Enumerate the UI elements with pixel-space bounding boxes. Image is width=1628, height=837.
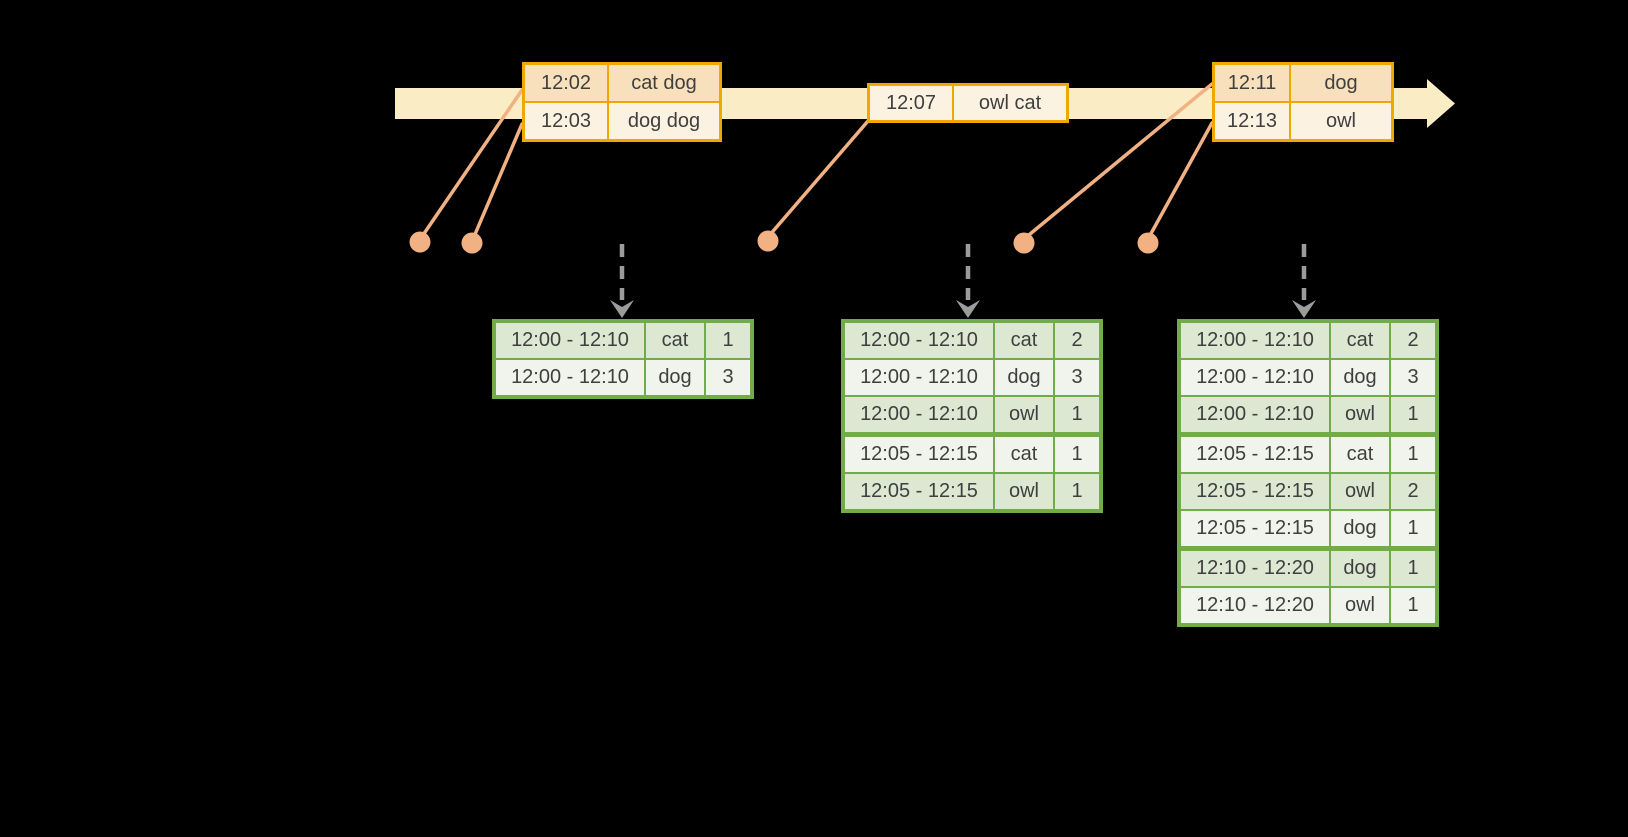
event-words: owl cat bbox=[954, 86, 1066, 120]
word-cell: cat bbox=[995, 437, 1053, 472]
count-cell: 1 bbox=[1391, 511, 1435, 546]
event-words: dog bbox=[1291, 65, 1391, 101]
table-row: 12:05 - 12:15 owl 2 bbox=[1181, 474, 1435, 509]
count-cell: 3 bbox=[1391, 360, 1435, 395]
table-row: 12:00 - 12:10 dog 3 bbox=[496, 360, 750, 395]
timeline-arrowhead-icon bbox=[1427, 79, 1455, 128]
event-box-3: 12:11 dog 12:13 owl bbox=[1212, 62, 1394, 142]
window-cell: 12:05 - 12:15 bbox=[1181, 474, 1329, 509]
event-dot bbox=[1013, 232, 1035, 254]
count-cell: 1 bbox=[706, 323, 750, 358]
trigger-arrow-head-icon bbox=[1292, 300, 1316, 318]
table-row: 12:10 - 12:20 owl 1 bbox=[1181, 588, 1435, 623]
count-cell: 3 bbox=[1055, 360, 1099, 395]
window-cell: 12:10 - 12:20 bbox=[1181, 551, 1329, 586]
event-box-2: 12:07 owl cat bbox=[867, 83, 1069, 123]
event-connector-line bbox=[1146, 121, 1214, 241]
count-cell: 2 bbox=[1391, 323, 1435, 358]
count-cell: 1 bbox=[1391, 437, 1435, 472]
event-time: 12:13 bbox=[1215, 103, 1289, 139]
result-table-1: 12:00 - 12:10 cat 1 12:00 - 12:10 dog 3 bbox=[492, 319, 754, 399]
table-row: 12:00 - 12:10 owl 1 bbox=[1181, 397, 1435, 432]
table-row: 12:00 - 12:10 owl 1 bbox=[845, 397, 1099, 432]
word-cell: dog bbox=[646, 360, 704, 395]
table-row: 12:10 - 12:20 dog 1 bbox=[1181, 551, 1435, 586]
word-cell: owl bbox=[1331, 397, 1389, 432]
event-connector-line bbox=[766, 119, 870, 239]
table-row: 12:05 - 12:15 owl 1 bbox=[845, 474, 1099, 509]
word-cell: cat bbox=[646, 323, 704, 358]
word-cell: cat bbox=[1331, 437, 1389, 472]
count-cell: 2 bbox=[1391, 474, 1435, 509]
table-row: 12:00 - 12:10 dog 3 bbox=[1181, 360, 1435, 395]
count-cell: 1 bbox=[1055, 474, 1099, 509]
table-row: 12:05 - 12:15 cat 1 bbox=[1181, 437, 1435, 472]
window-cell: 12:05 - 12:15 bbox=[1181, 511, 1329, 546]
result-table-2: 12:00 - 12:10 cat 2 12:00 - 12:10 dog 3 … bbox=[841, 319, 1103, 513]
event-words: cat dog bbox=[609, 65, 719, 101]
window-cell: 12:05 - 12:15 bbox=[845, 474, 993, 509]
event-time: 12:02 bbox=[525, 65, 607, 101]
table-row: 12:05 - 12:15 dog 1 bbox=[1181, 511, 1435, 546]
trigger-arrow-head-icon bbox=[610, 300, 634, 318]
result-table-3: 12:00 - 12:10 cat 2 12:00 - 12:10 dog 3 … bbox=[1177, 319, 1439, 627]
event-words: dog dog bbox=[609, 103, 719, 139]
window-cell: 12:05 - 12:15 bbox=[1181, 437, 1329, 472]
word-cell: dog bbox=[1331, 511, 1389, 546]
window-cell: 12:05 - 12:15 bbox=[845, 437, 993, 472]
event-dot bbox=[409, 231, 431, 253]
event-time: 12:07 bbox=[870, 86, 952, 120]
event-time: 12:11 bbox=[1215, 65, 1289, 101]
count-cell: 1 bbox=[1391, 588, 1435, 623]
word-cell: owl bbox=[1331, 588, 1389, 623]
count-cell: 1 bbox=[1055, 437, 1099, 472]
trigger-arrow-head-icon bbox=[956, 300, 980, 318]
word-cell: owl bbox=[1331, 474, 1389, 509]
window-cell: 12:10 - 12:20 bbox=[1181, 588, 1329, 623]
window-cell: 12:00 - 12:10 bbox=[496, 323, 644, 358]
word-cell: dog bbox=[1331, 551, 1389, 586]
count-cell: 1 bbox=[1391, 397, 1435, 432]
event-connector-line bbox=[419, 88, 524, 240]
table-row: 12:00 - 12:10 dog 3 bbox=[845, 360, 1099, 395]
word-cell: cat bbox=[995, 323, 1053, 358]
window-cell: 12:00 - 12:10 bbox=[1181, 323, 1329, 358]
window-cell: 12:00 - 12:10 bbox=[845, 397, 993, 432]
event-box-1: 12:02 cat dog 12:03 dog dog bbox=[522, 62, 722, 142]
count-cell: 1 bbox=[1055, 397, 1099, 432]
word-cell: owl bbox=[995, 474, 1053, 509]
event-dot bbox=[1137, 232, 1159, 254]
event-connector-line bbox=[1022, 82, 1214, 241]
word-cell: cat bbox=[1331, 323, 1389, 358]
table-row: 12:00 - 12:10 cat 2 bbox=[845, 323, 1099, 358]
table-row: 12:00 - 12:10 cat 2 bbox=[1181, 323, 1435, 358]
window-cell: 12:00 - 12:10 bbox=[1181, 397, 1329, 432]
window-cell: 12:00 - 12:10 bbox=[845, 360, 993, 395]
event-dot bbox=[757, 230, 779, 252]
event-connector-line bbox=[471, 122, 524, 241]
count-cell: 1 bbox=[1391, 551, 1435, 586]
table-row: 12:00 - 12:10 cat 1 bbox=[496, 323, 750, 358]
word-cell: dog bbox=[1331, 360, 1389, 395]
window-cell: 12:00 - 12:10 bbox=[496, 360, 644, 395]
event-time: 12:03 bbox=[525, 103, 607, 139]
count-cell: 3 bbox=[706, 360, 750, 395]
window-cell: 12:00 - 12:10 bbox=[1181, 360, 1329, 395]
count-cell: 2 bbox=[1055, 323, 1099, 358]
table-row: 12:05 - 12:15 cat 1 bbox=[845, 437, 1099, 472]
word-cell: owl bbox=[995, 397, 1053, 432]
event-words: owl bbox=[1291, 103, 1391, 139]
window-cell: 12:00 - 12:10 bbox=[845, 323, 993, 358]
event-dot bbox=[461, 232, 483, 254]
word-cell: dog bbox=[995, 360, 1053, 395]
